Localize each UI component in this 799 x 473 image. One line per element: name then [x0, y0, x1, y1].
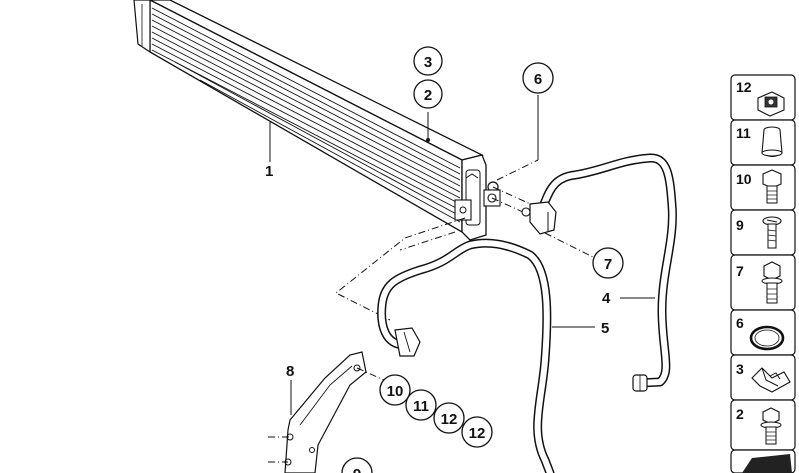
- svg-text:2: 2: [424, 87, 432, 104]
- oil-hose-5: [377, 238, 555, 473]
- svg-text:7: 7: [736, 263, 744, 279]
- parts-panel-item-11: 11: [730, 119, 796, 166]
- parts-panel-item-6: 6: [730, 309, 796, 356]
- label-bracket: 8: [286, 363, 294, 380]
- callout-11: 11: [405, 389, 437, 421]
- label-cooler: 1: [265, 163, 273, 180]
- clip-nut-icon: [757, 91, 785, 117]
- svg-text:6: 6: [736, 315, 744, 331]
- svg-text:3: 3: [424, 54, 432, 71]
- parts-panel: 12 11 10: [730, 74, 796, 473]
- svg-text:7: 7: [604, 256, 612, 273]
- callout-3: 3: [413, 46, 443, 76]
- screw-icon: [762, 216, 782, 249]
- svg-text:2: 2: [736, 406, 744, 422]
- callout-12b: 12: [461, 416, 493, 448]
- svg-text:11: 11: [413, 398, 429, 415]
- svg-text:6: 6: [534, 71, 542, 88]
- hose-clamp-icon: [751, 367, 791, 393]
- svg-text:9: 9: [736, 217, 744, 233]
- callout-2: 2: [413, 79, 443, 109]
- label-hose-5: 5: [601, 320, 609, 337]
- parts-panel-item-partial: [730, 449, 796, 473]
- rubber-bush-icon: [761, 126, 783, 158]
- hex-bolt-icon: [762, 169, 782, 204]
- svg-text:12: 12: [736, 79, 752, 95]
- oil-hose-4: [521, 153, 677, 392]
- svg-text:10: 10: [736, 171, 752, 187]
- callout-6: 6: [522, 62, 554, 94]
- parts-panel-item-3: 3: [730, 354, 796, 401]
- callout-10: 10: [379, 374, 411, 406]
- oil-cooler: [133, 0, 501, 241]
- bracket-8: [268, 351, 385, 473]
- svg-text:10: 10: [387, 383, 404, 400]
- callout-7: 7: [592, 247, 624, 279]
- parts-panel-item-9: 9: [730, 209, 796, 256]
- parts-panel-item-2: 2: [730, 399, 796, 451]
- parts-panel-item-10: 10: [730, 164, 796, 211]
- label-leaders: [269, 95, 655, 415]
- svg-text:9: 9: [353, 466, 361, 473]
- short-bolt-icon: [760, 407, 782, 445]
- callout-12a: 12: [433, 402, 465, 434]
- parts-panel-item-12: 12: [730, 74, 796, 121]
- o-ring-icon: [749, 325, 785, 351]
- svg-text:12: 12: [441, 411, 458, 428]
- collar-bolt-icon: [761, 261, 783, 304]
- svg-text:3: 3: [736, 361, 744, 377]
- svg-text:11: 11: [736, 125, 751, 141]
- svg-text:12: 12: [469, 425, 486, 442]
- label-hose-4: 4: [602, 290, 611, 307]
- callout-9: 9: [341, 457, 373, 473]
- parts-panel-item-7: 7: [730, 254, 796, 311]
